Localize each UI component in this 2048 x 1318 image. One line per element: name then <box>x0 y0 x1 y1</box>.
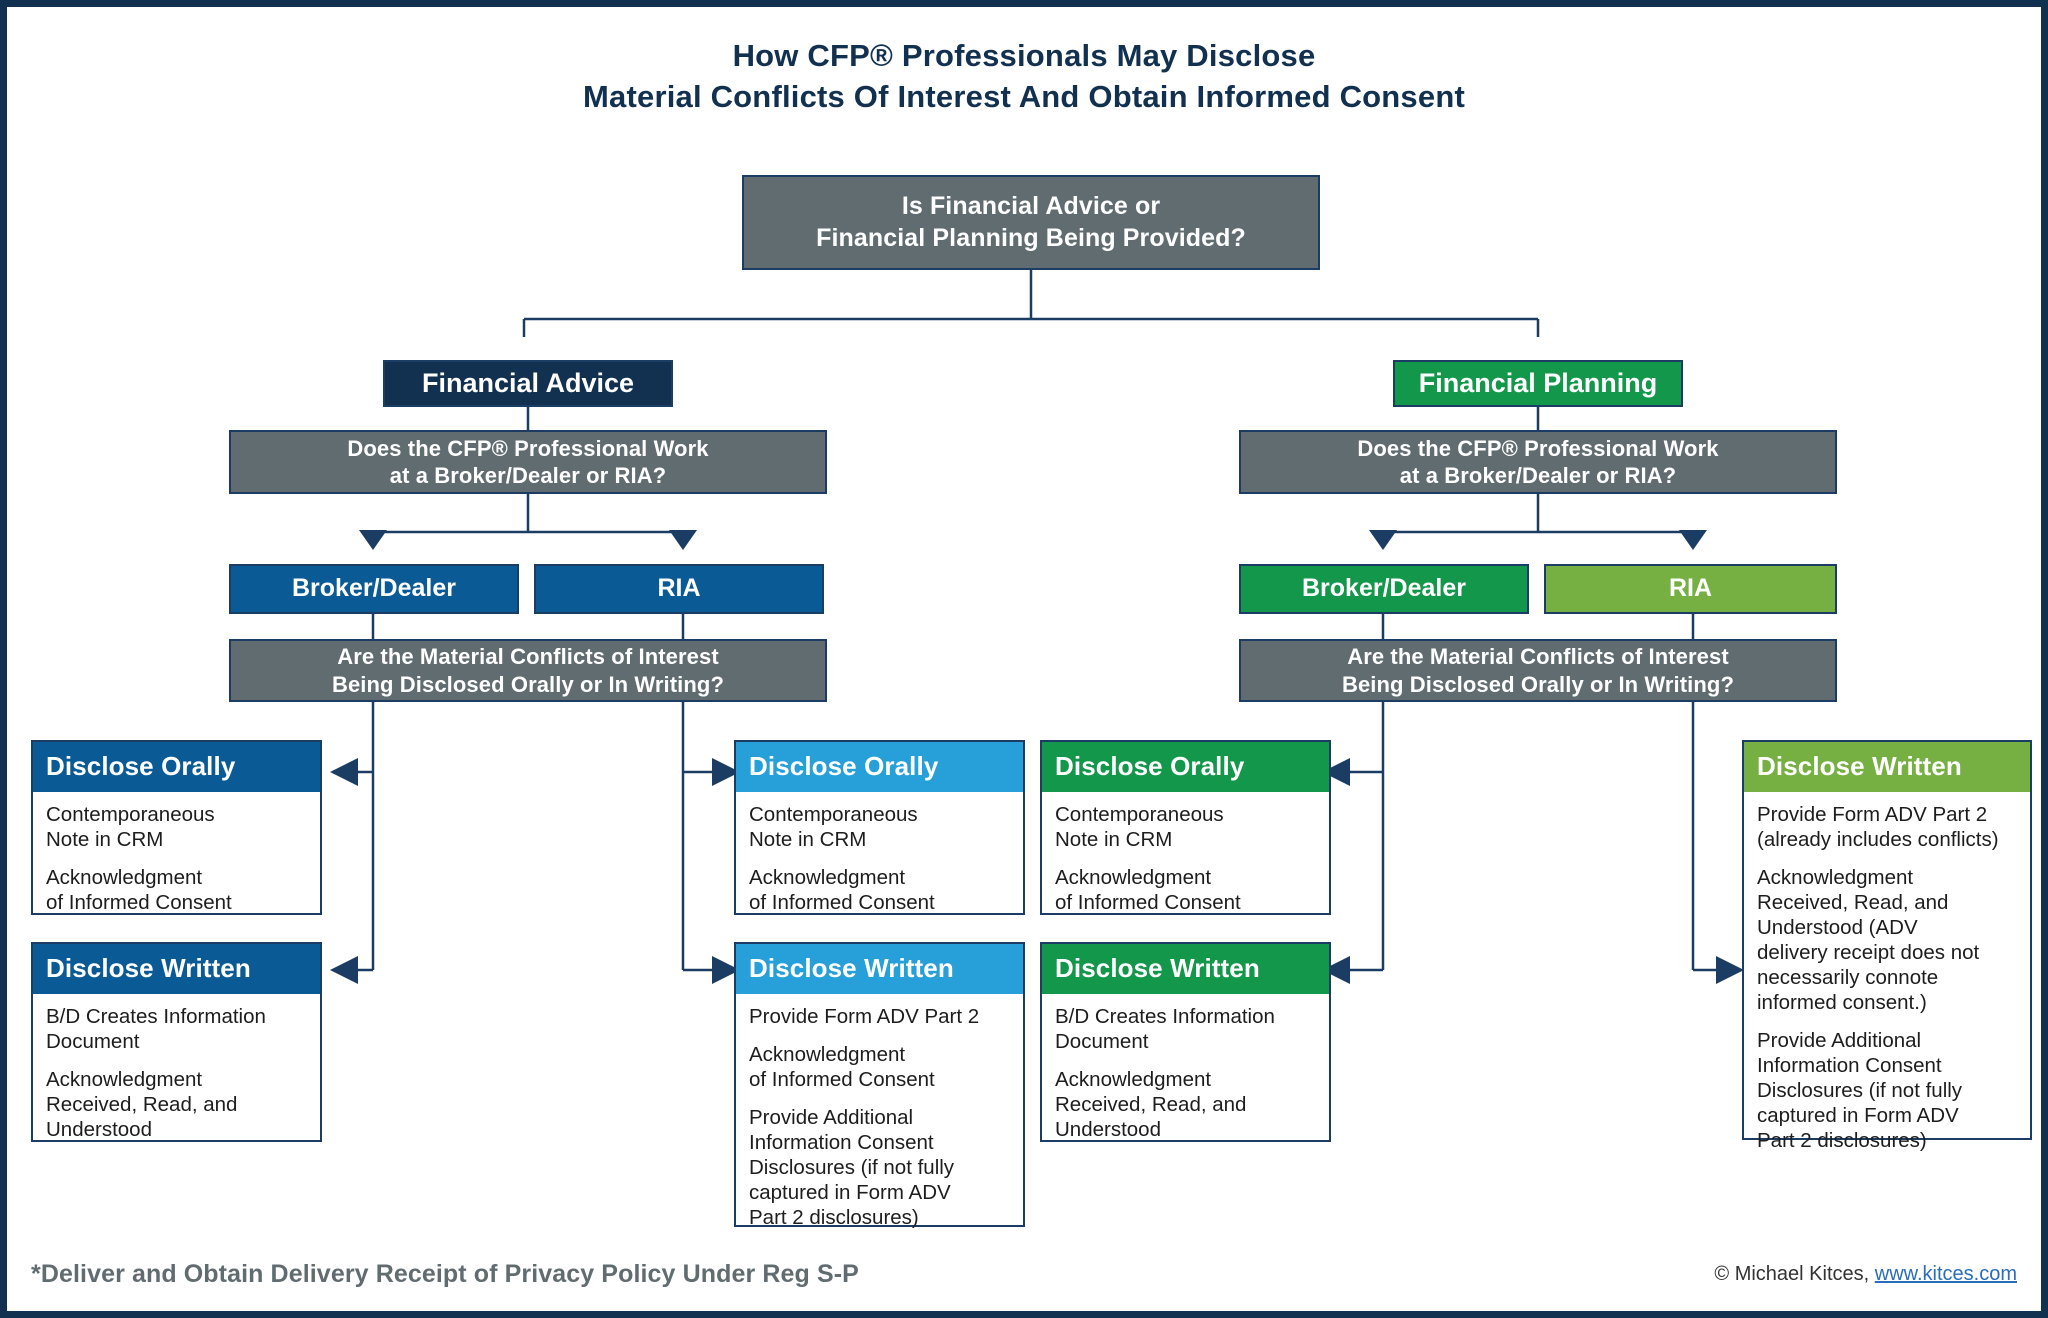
card-item: B/D Creates Information Document <box>1055 1005 1275 1053</box>
card-item: Contemporaneous Note in CRM <box>46 803 215 851</box>
advice-entity-question-line-2: at a Broker/Dealer or RIA? <box>389 463 667 488</box>
advice-disclosure-question-line-2: Being Disclosed Orally or In Writing? <box>331 671 725 697</box>
card-item: Provide Form ADV Part 2 (already include… <box>1757 803 1999 851</box>
card-item: Contemporaneous Note in CRM <box>749 803 918 851</box>
planning-disclosure-question-line-2: Being Disclosed Orally or In Writing? <box>1341 671 1735 697</box>
card-item: Acknowledgment Received, Read, and Under… <box>1055 1068 1247 1141</box>
card-header: Disclose Written <box>736 944 1023 994</box>
card-planning-bd-orally[interactable]: Disclose Orally Contemporaneous Note in … <box>1040 740 1331 915</box>
branch-label-financial-planning[interactable]: Financial Planning <box>1393 360 1683 407</box>
planning-entity-question-line-2: at a Broker/Dealer or RIA? <box>1399 463 1677 488</box>
page-title: How CFP® Professionals May Disclose Mate… <box>7 35 2041 117</box>
advice-disclosure-question-line-1: Are the Material Conflicts of Interest <box>337 644 719 669</box>
card-item: Contemporaneous Note in CRM <box>1055 803 1224 851</box>
credit-prefix: © Michael Kitces, <box>1714 1263 1875 1285</box>
advice-entity-broker-dealer[interactable]: Broker/Dealer <box>229 564 519 614</box>
card-item: Acknowledgment of Informed Consent <box>46 866 232 914</box>
branch-label-text: Financial Advice <box>421 367 635 398</box>
root-question-line-2: Financial Planning Being Provided? <box>816 223 1246 252</box>
credit: © Michael Kitces, www.kitces.com <box>1714 1263 2017 1286</box>
advice-disclosure-question-box: Are the Material Conflicts of Interest B… <box>229 639 827 702</box>
card-item: Acknowledgment of Informed Consent <box>749 1043 935 1091</box>
card-header: Disclose Orally <box>33 742 320 792</box>
planning-entity-ria[interactable]: RIA <box>1544 564 1837 614</box>
advice-entity-question-box: Does the CFP® Professional Work at a Bro… <box>229 430 827 494</box>
card-body: B/D Creates Information Document Acknowl… <box>33 994 320 1152</box>
card-header: Disclose Written <box>1042 944 1329 994</box>
kitces-link[interactable]: www.kitces.com <box>1874 1263 2017 1285</box>
card-item: Provide Form ADV Part 2 <box>749 1005 980 1028</box>
card-item: Provide Additional Information Consent D… <box>749 1106 955 1229</box>
card-body: Provide Form ADV Part 2 Acknowledgment o… <box>736 994 1023 1240</box>
card-planning-ria-written[interactable]: Disclose Written Provide Form ADV Part 2… <box>1742 740 2032 1152</box>
card-header: Disclose Orally <box>736 742 1023 792</box>
card-advice-bd-orally[interactable]: Disclose Orally Contemporaneous Note in … <box>31 740 322 915</box>
planning-disclosure-question-line-1: Are the Material Conflicts of Interest <box>1347 644 1729 669</box>
planning-entity-question-line-1: Does the CFP® Professional Work <box>1357 435 1719 461</box>
entity-label: Broker/Dealer <box>1302 574 1466 603</box>
title-line-1: How CFP® Professionals May Disclose <box>732 38 1316 73</box>
entity-label: RIA <box>1668 574 1713 603</box>
card-body: Provide Form ADV Part 2 (already include… <box>1744 792 2030 1163</box>
footnote: *Deliver and Obtain Delivery Receipt of … <box>31 1260 859 1288</box>
card-body: Contemporaneous Note in CRM Acknowledgme… <box>1042 792 1329 925</box>
planning-entity-broker-dealer[interactable]: Broker/Dealer <box>1239 564 1529 614</box>
card-advice-ria-written[interactable]: Disclose Written Provide Form ADV Part 2… <box>734 942 1025 1229</box>
card-header: Disclose Written <box>1744 742 2030 792</box>
root-question-line-1: Is Financial Advice or <box>901 192 1161 221</box>
branch-label-text: Financial Planning <box>1418 367 1658 398</box>
card-item: Acknowledgment of Informed Consent <box>749 866 935 914</box>
root-question-box: Is Financial Advice or Financial Plannin… <box>742 175 1320 270</box>
card-body: Contemporaneous Note in CRM Acknowledgme… <box>33 792 320 925</box>
card-item: Acknowledgment of Informed Consent <box>1055 866 1241 914</box>
branch-label-financial-advice[interactable]: Financial Advice <box>383 360 673 407</box>
card-body: Contemporaneous Note in CRM Acknowledgme… <box>736 792 1023 925</box>
card-planning-bd-written[interactable]: Disclose Written B/D Creates Information… <box>1040 942 1331 1142</box>
card-item: Acknowledgment Received, Read, and Under… <box>46 1068 238 1141</box>
entity-label: RIA <box>657 574 701 603</box>
card-header: Disclose Orally <box>1042 742 1329 792</box>
card-item: Acknowledgment Received, Read, and Under… <box>1757 866 1980 1014</box>
card-advice-ria-orally[interactable]: Disclose Orally Contemporaneous Note in … <box>734 740 1025 915</box>
card-item: Provide Additional Information Consent D… <box>1757 1029 1963 1152</box>
advice-entity-question-line-1: Does the CFP® Professional Work <box>347 435 709 461</box>
card-header: Disclose Written <box>33 944 320 994</box>
planning-entity-question-box: Does the CFP® Professional Work at a Bro… <box>1239 430 1837 494</box>
card-item: B/D Creates Information Document <box>46 1005 266 1053</box>
entity-label: Broker/Dealer <box>292 574 456 603</box>
planning-disclosure-question-box: Are the Material Conflicts of Interest B… <box>1239 639 1837 702</box>
card-body: B/D Creates Information Document Acknowl… <box>1042 994 1329 1152</box>
card-advice-bd-written[interactable]: Disclose Written B/D Creates Information… <box>31 942 322 1142</box>
advice-entity-ria[interactable]: RIA <box>534 564 824 614</box>
title-line-2: Material Conflicts Of Interest And Obtai… <box>583 79 1465 114</box>
